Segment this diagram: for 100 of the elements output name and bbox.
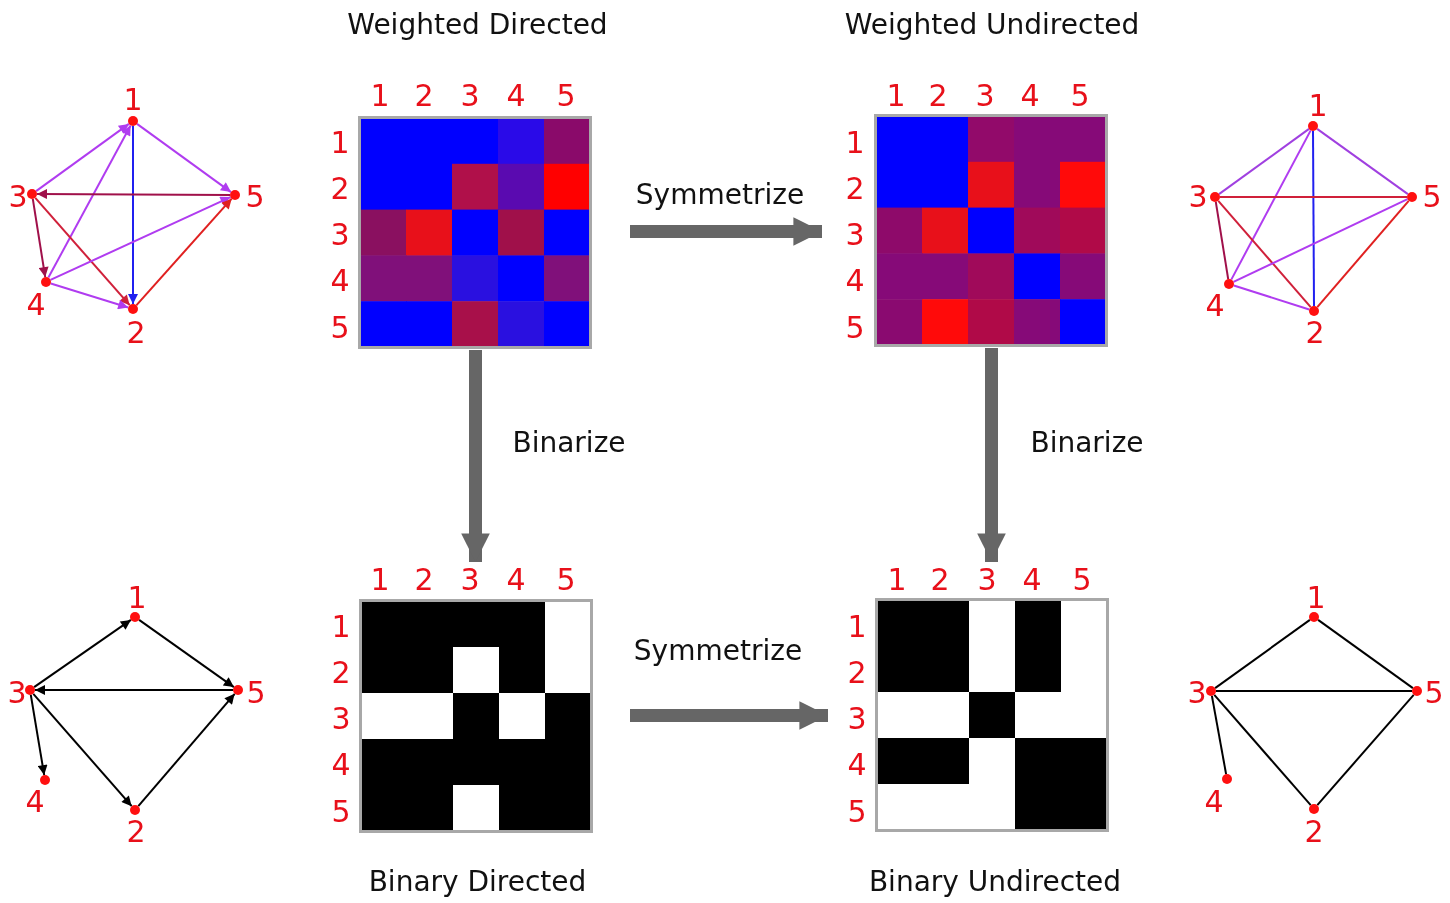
vertex-dot [233,685,243,695]
column-number: 3 [460,565,480,595]
edge-line [1214,200,1230,281]
edge-line [1317,618,1414,690]
matrix-title: Weighted Directed [346,11,609,39]
row-number: 4 [330,266,350,296]
arrow [138,618,235,689]
arrow [47,124,132,279]
matrix-title: Weighted Undirected [843,11,1141,39]
vertex-number: 5 [246,678,266,708]
column-number: 3 [977,565,997,595]
edge-line [1217,199,1312,309]
arrow [31,197,49,279]
column-number: 1 [370,81,390,111]
edge-line [1232,198,1409,283]
vertex-dot [1407,192,1417,202]
arrow [135,197,233,307]
column-number: 3 [460,81,480,111]
column-number: 4 [1020,81,1040,111]
column-number: 1 [370,565,390,595]
vertex-number: 3 [8,182,28,212]
edge-line [1316,199,1410,309]
vertex-number: 4 [26,290,46,320]
row-number: 1 [845,128,865,158]
vertex-number: 4 [1204,787,1224,817]
vertex-dot [128,304,138,314]
edge-line [1210,694,1228,776]
vertex-dot [1308,121,1318,131]
vertex-number: 5 [245,182,265,212]
arrow [137,692,236,808]
matrix-title: Binary Directed [367,868,588,896]
vertex-number: 3 [1188,182,1208,212]
row-number: 3 [845,220,865,250]
row-number: 2 [845,174,865,204]
arrow [49,196,232,281]
vertex-number: 2 [1304,817,1324,847]
vertex-dot [41,277,51,287]
arrow [630,701,828,730]
vertex-number: 5 [1424,678,1444,708]
arrow [461,350,490,562]
vertex-number: 2 [1305,318,1325,348]
row-number: 2 [331,658,351,688]
edge-line [1213,693,1312,807]
vertex-number: 1 [123,85,143,115]
arrow [29,693,48,777]
vertex-dot [1206,686,1216,696]
arrow [33,618,132,689]
arrow [128,125,138,305]
matrix-title: Binary Undirected [867,868,1123,896]
arrow [34,685,234,695]
vertex-dot [1224,279,1234,289]
vertex-number: 3 [1187,678,1207,708]
row-number: 5 [331,797,351,827]
edge-line [1230,129,1312,281]
column-number: 1 [887,565,907,595]
vertex-dot [1412,686,1422,696]
row-number: 3 [330,220,350,250]
vertex-dot [40,775,50,785]
row-number: 4 [847,750,867,780]
arrow [49,282,130,310]
arrow [630,217,822,246]
column-number: 2 [414,81,434,111]
arrow [136,122,232,194]
vertex-number: 1 [1306,583,1326,613]
column-number: 5 [556,81,576,111]
edge-line [1316,693,1415,807]
row-number: 1 [331,612,351,642]
column-number: 4 [506,81,526,111]
vertex-number: 4 [1205,291,1225,321]
row-number: 2 [330,174,350,204]
vertex-dot [130,805,140,815]
row-number: 4 [845,266,865,296]
edge-line [1316,127,1409,196]
column-number: 2 [930,565,950,595]
vertex-number: 3 [7,678,27,708]
vertex-number: 2 [126,318,146,348]
column-number: 2 [414,565,434,595]
vertex-number: 5 [1422,182,1442,212]
edge-line [1312,130,1315,307]
column-number: 5 [556,565,576,595]
row-number: 3 [847,704,867,734]
edge-line [1215,690,1413,692]
row-number: 5 [330,313,350,343]
column-number: 3 [975,81,995,111]
vertex-dot [1222,774,1232,784]
vertex-number: 4 [25,787,45,817]
vertex-dot [1210,192,1220,202]
vertex-dot [1309,804,1319,814]
column-number: 5 [1070,81,1090,111]
row-number: 1 [330,128,350,158]
vertex-dot [27,189,37,199]
vertex-dot [130,612,140,622]
row-number: 5 [845,313,865,343]
row-number: 4 [331,750,351,780]
row-number: 1 [847,612,867,642]
row-number: 3 [331,704,351,734]
vertex-number: 2 [126,817,146,847]
edge-line [1214,618,1311,690]
vertex-dot [1309,612,1319,622]
vertex-dot [128,116,138,126]
